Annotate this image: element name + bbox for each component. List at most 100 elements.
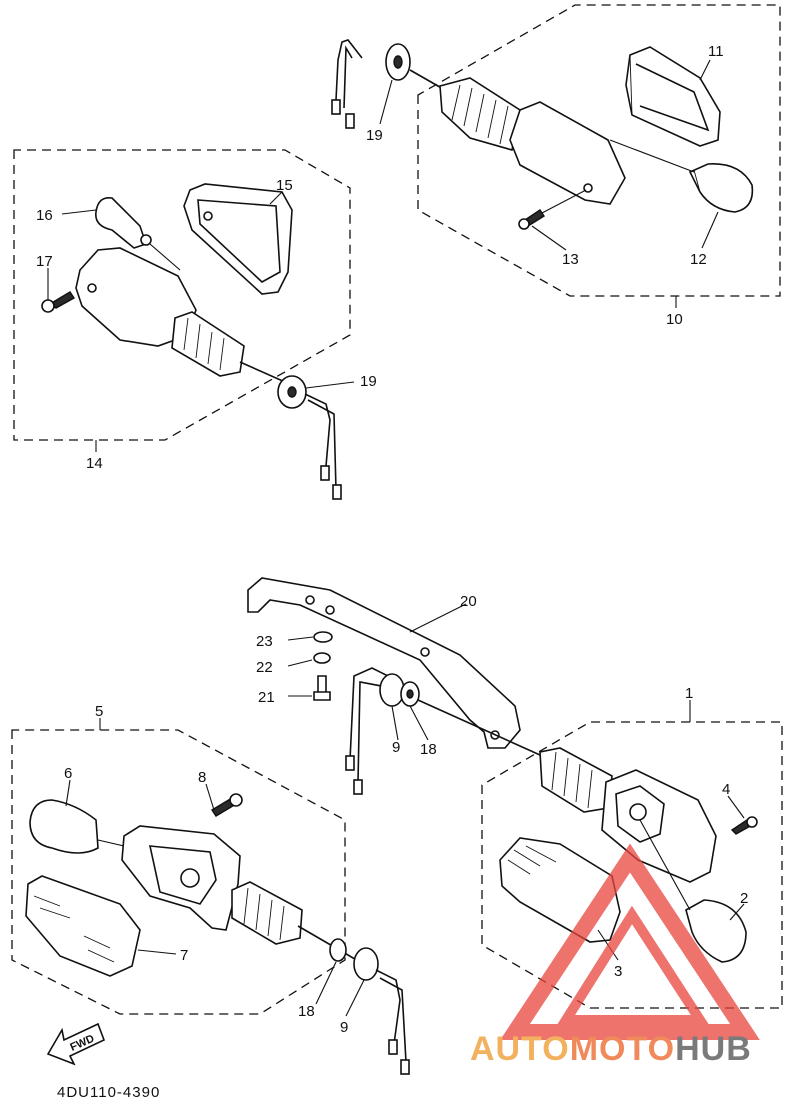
lens-15-inner [197,199,281,283]
callout-23: 23 [256,633,273,650]
stud-10 [409,69,446,91]
leader-bulb-12 [609,139,695,173]
leader-lines [47,59,745,1017]
callout-18-left: 18 [298,1003,315,1020]
stud-14 [239,361,286,383]
watermark-part-hub: HUB [675,1030,752,1068]
lens-11-edge [629,54,633,116]
leader-bulb-16 [149,243,181,271]
watermark-wordmark: AUTOMOTOHUB [470,1028,800,1070]
lens-15-hole [203,211,213,221]
socket-1 [629,803,647,821]
signal-housing-10 [509,101,626,205]
lens-7-texture [33,895,115,963]
connector-5b [400,1059,410,1075]
signal-stem-5 [231,881,303,945]
connector-10b [345,113,355,129]
bracket-20 [247,577,521,749]
wire-harness-10 [335,39,363,109]
bulb-16 [95,196,148,249]
forward-arrow: FWD [46,1022,106,1066]
callout-15: 15 [276,177,293,194]
signal-stem-1 [539,747,613,813]
watermark-part-auto: AUTO [470,1030,570,1068]
stud-5 [297,925,361,963]
callout-9-center: 9 [392,739,400,756]
callout-9-left: 9 [340,1019,348,1036]
signal-stem-14 [171,311,245,377]
bulb-12 [688,163,754,213]
grommet-19-top-hole [393,55,403,69]
callout-2: 2 [740,890,748,907]
grommet-19-left-hole [287,386,297,398]
stem-ribs-10 [451,84,509,145]
turn-signal-rear-right [331,39,754,230]
screw-13-head [518,218,530,230]
watermark-part-moto: MOTO [569,1030,676,1068]
nut-18-left [329,938,347,962]
connector-5a [388,1039,398,1055]
callout-18-center: 18 [420,741,437,758]
callout-13: 13 [562,251,579,268]
callout-10: 10 [666,311,683,328]
bracket-assembly [247,577,541,795]
watermark-logo-icon [500,843,760,1040]
screw-4-head [746,816,758,828]
callout-21: 21 [258,689,275,706]
callout-labels: 1 2 3 4 5 6 7 8 9 9 10 11 12 13 14 15 16… [36,43,748,1036]
assembly-box-14 [13,149,351,441]
callout-11: 11 [708,43,724,60]
callout-4: 4 [722,781,730,798]
bulb-6 [29,799,99,854]
bracket-hole-2 [325,605,335,615]
callout-19-left: 19 [360,373,377,390]
stem-ribs-5 [243,887,285,941]
bulb-2 [685,899,747,963]
screw-8-head [229,793,243,807]
washer-22 [313,652,331,664]
callout-7: 7 [180,947,188,964]
assembly-box-5 [11,729,346,1015]
callout-14: 14 [86,455,103,472]
wire-harness-5 [375,969,407,1063]
callout-20: 20 [460,593,477,610]
forward-arrow-icon [46,1022,106,1066]
callout-22: 22 [256,659,273,676]
nut-18-center-hole [406,689,414,699]
lens-3-texture [507,845,557,875]
turn-signal-rear-left [41,183,342,500]
bulb-12-base [693,169,701,193]
callout-6: 6 [64,765,72,782]
connector-center-a [345,755,355,771]
bracket-hole-3 [420,647,430,657]
bulb-16-tip [140,234,152,246]
callout-19-top: 19 [366,127,383,144]
connector-14a [320,465,330,481]
drawing-code: 4DU110-4390 [57,1084,161,1101]
connector-center-b [353,779,363,795]
lens-11 [625,46,721,147]
callout-3: 3 [614,963,622,980]
callout-17: 17 [36,253,53,270]
callout-16: 16 [36,207,53,224]
callout-1: 1 [685,685,693,702]
callout-8: 8 [198,769,206,786]
lens-7 [25,875,141,977]
screw-17-head [41,299,55,313]
stem-ribs-14 [183,317,225,371]
bolt-21 [313,675,331,701]
connector-14b [332,484,342,500]
grommet-9-center [379,673,405,707]
leader-bulb-2 [639,819,691,911]
grommet-9-left [353,947,379,981]
wire-harness-14 [304,393,337,491]
leader-screw-13-hole [541,189,587,214]
connector-10a [331,99,341,115]
turn-signal-front-left [25,793,410,1075]
washer-23 [313,631,333,643]
screw-hole-14 [87,283,97,293]
stud-center [417,699,541,756]
assembly-box-10 [417,4,781,297]
callout-12: 12 [690,251,707,268]
